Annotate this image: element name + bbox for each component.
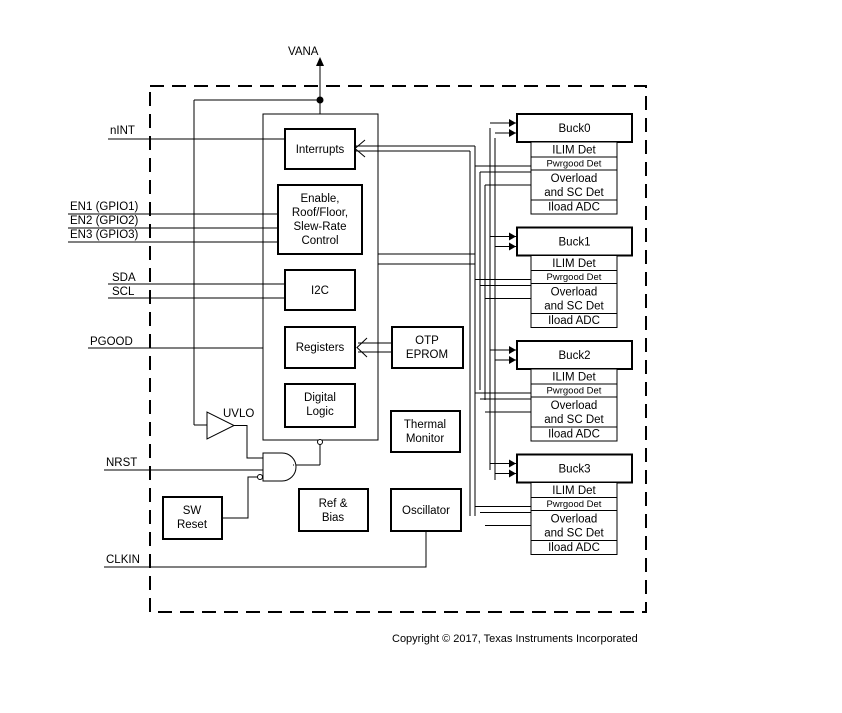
thermal-monitor-block bbox=[390, 410, 461, 453]
overload-sc-det-label-2: and SC Det bbox=[544, 301, 604, 313]
i2c-block bbox=[284, 269, 356, 311]
uvlo-label: UVLO bbox=[223, 408, 254, 420]
core-output-bubble bbox=[317, 439, 323, 445]
buck-block bbox=[516, 453, 633, 484]
pgood-label: PGOOD bbox=[90, 336, 133, 348]
digital-logic-label-2: Logic bbox=[306, 406, 334, 418]
copyright-text: Copyright © 2017, Texas Instruments Inco… bbox=[392, 633, 638, 645]
nint-label: nINT bbox=[110, 125, 135, 137]
enable-label-3: Slew-Rate bbox=[293, 221, 346, 233]
buck-input-arrow-icon bbox=[509, 232, 516, 241]
interrupts-label: Interrupts bbox=[296, 144, 345, 156]
sw-reset-label-2: Reset bbox=[177, 519, 208, 531]
iload-adc-label: Iload ADC bbox=[548, 202, 600, 214]
i2c-label: I2C bbox=[311, 285, 329, 297]
pwrgood-det-label: Pwrgood Det bbox=[547, 386, 602, 397]
buck-input-arrow-icon bbox=[509, 356, 516, 364]
iload-adc-block bbox=[530, 199, 618, 215]
digital-logic-label-1: Digital bbox=[304, 392, 336, 404]
otp-eprom-block bbox=[391, 326, 464, 369]
iload-adc-label: Iload ADC bbox=[548, 315, 600, 327]
vana-label: VANA bbox=[288, 46, 319, 58]
ilim-det-label: ILIM Det bbox=[552, 145, 596, 157]
interrupt-arrow-icon bbox=[354, 139, 366, 158]
vana-arrow-icon bbox=[316, 57, 324, 66]
buck-name: Buck1 bbox=[559, 237, 591, 249]
ref-bias-block bbox=[298, 488, 369, 532]
buck-input-arrow-icon bbox=[509, 459, 516, 468]
enable-label-4: Control bbox=[301, 235, 338, 247]
pwrgood-det-label: Pwrgood Det bbox=[547, 499, 602, 510]
enable-label-2: Roof/Floor, bbox=[292, 207, 348, 219]
thermal-label-2: Monitor bbox=[406, 433, 445, 445]
otp-label-2: EPROM bbox=[406, 349, 448, 361]
ilim-det-label: ILIM Det bbox=[552, 485, 596, 497]
scl-label: SCL bbox=[112, 286, 135, 298]
otp-label-1: OTP bbox=[415, 335, 439, 347]
en3-label: EN3 (GPIO3) bbox=[70, 229, 139, 241]
overload-sc-det-label-2: and SC Det bbox=[544, 528, 604, 540]
nrst-label: NRST bbox=[106, 457, 137, 469]
overload-sc-det-label-2: and SC Det bbox=[544, 187, 604, 199]
buck-input-arrow-icon bbox=[509, 242, 516, 251]
overload-sc-det-label-1: Overload bbox=[551, 287, 598, 299]
clkin-label: CLKIN bbox=[106, 554, 140, 566]
sw-reset-label-1: SW bbox=[183, 505, 202, 517]
interrupts-block bbox=[284, 128, 356, 170]
buck-input-arrow-icon bbox=[509, 129, 516, 137]
ref-bias-label-1: Ref & bbox=[319, 498, 348, 510]
ref-bias-label-2: Bias bbox=[322, 512, 345, 524]
en2-label: EN2 (GPIO2) bbox=[70, 215, 139, 227]
thermal-label-1: Thermal bbox=[404, 419, 446, 431]
pwrgood-det-label: Pwrgood Det bbox=[547, 159, 602, 170]
buck-input-arrow-icon bbox=[509, 119, 516, 127]
buck-name: Buck3 bbox=[559, 464, 591, 476]
iload-adc-block bbox=[530, 426, 618, 442]
iload-adc-label: Iload ADC bbox=[548, 429, 600, 441]
sda-label: SDA bbox=[112, 272, 136, 284]
registers-label: Registers bbox=[296, 342, 345, 354]
buck-input-arrow-icon bbox=[509, 469, 516, 478]
oscillator-label: Oscillator bbox=[402, 505, 450, 517]
chip-boundary bbox=[149, 85, 647, 613]
uvlo-buffer-icon bbox=[206, 411, 236, 440]
overload-sc-det-label-2: and SC Det bbox=[544, 414, 604, 426]
ilim-det-label: ILIM Det bbox=[552, 258, 596, 270]
iload-adc-block bbox=[530, 313, 618, 328]
iload-adc-label: Iload ADC bbox=[548, 542, 600, 554]
registers-block bbox=[284, 326, 356, 369]
oscillator-block bbox=[390, 488, 462, 532]
buck-name: Buck2 bbox=[559, 350, 591, 362]
overload-sc-det-label-1: Overload bbox=[551, 173, 598, 185]
otp-arrow-icon bbox=[356, 337, 368, 358]
enable-control-block bbox=[277, 184, 363, 255]
iload-adc-block bbox=[530, 540, 618, 555]
sw-reset-block bbox=[162, 496, 223, 540]
buck-name: Buck0 bbox=[559, 123, 591, 135]
buck-block bbox=[516, 340, 633, 370]
overload-sc-det-label-1: Overload bbox=[551, 400, 598, 412]
ilim-det-label: ILIM Det bbox=[552, 372, 596, 384]
digital-logic-block bbox=[284, 383, 356, 428]
buck-block bbox=[516, 226, 633, 257]
pwrgood-det-label: Pwrgood Det bbox=[547, 272, 602, 283]
enable-label-1: Enable, bbox=[300, 193, 339, 205]
buck-input-arrow-icon bbox=[509, 346, 516, 354]
en1-label: EN1 (GPIO1) bbox=[70, 201, 139, 213]
and-gate-icon bbox=[262, 452, 297, 482]
overload-sc-det-label-1: Overload bbox=[551, 514, 598, 526]
overload-sc-det-block bbox=[530, 283, 618, 314]
